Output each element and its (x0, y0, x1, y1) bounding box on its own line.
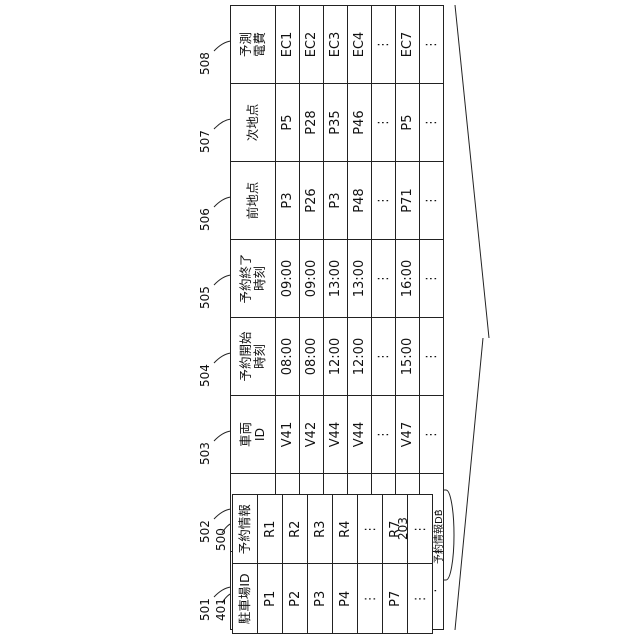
table-row: ⋮⋮ (408, 495, 433, 634)
zoom-line-left (455, 338, 483, 630)
reference-number: 500 (214, 528, 228, 551)
table-cell: ⋮ (408, 495, 433, 565)
table-cell: P35 (324, 84, 348, 162)
table-cell: R2 (283, 495, 308, 565)
table-cell: P46 (348, 84, 372, 162)
table-cell: ⋮ (420, 396, 444, 474)
table-cell: ⋮ (408, 564, 433, 634)
table-cell: EC2 (300, 6, 324, 84)
detail-header-cell: 予測電費 (231, 6, 276, 84)
table-cell: P3 (324, 162, 348, 240)
table-cell: ⋮ (358, 564, 383, 634)
table-cell: EC4 (348, 6, 372, 84)
leader-line (214, 41, 231, 51)
table-cell: EC1 (276, 6, 300, 84)
leader-line (214, 197, 231, 207)
reference-number: 501 (198, 598, 212, 621)
table-row: ⋮⋮ (358, 495, 383, 634)
table-cell: ⋮ (372, 240, 396, 318)
table-cell: V44 (348, 396, 372, 474)
table-cell: R3 (308, 495, 333, 565)
detail-header-cell: 車両ID (231, 396, 276, 474)
table-cell: 13:00 (324, 240, 348, 318)
index-header-cell: 予約情報 (233, 495, 258, 565)
reference-number: 401 (214, 598, 228, 621)
table-cell: 08:00 (276, 318, 300, 396)
table-cell: ⋮ (358, 495, 383, 565)
table-cell: P3 (308, 564, 333, 634)
table-cell: 15:00 (396, 318, 420, 396)
table-row: P7R7 (383, 495, 408, 634)
table-cell: ⋮ (420, 318, 444, 396)
table-row: P2R2 (283, 495, 308, 634)
detail-header-cell: 次地点 (231, 84, 276, 162)
table-cell: P3 (276, 162, 300, 240)
table-row: P3R3 (308, 495, 333, 634)
table-cell: P2 (283, 564, 308, 634)
detail-header-cell: 前地点 (231, 162, 276, 240)
parking-index-body: 駐車場ID予約情報P1R1P2R2P3R3P4R4⋮⋮P7R7⋮⋮ (233, 495, 433, 634)
leader-line (214, 353, 231, 363)
table-cell: P4 (333, 564, 358, 634)
table-cell: P48 (348, 162, 372, 240)
table-cell: V41 (276, 396, 300, 474)
database-ref-number: 203 (396, 517, 410, 540)
table-cell: ⋮ (372, 6, 396, 84)
zoom-line-right (455, 5, 489, 338)
table-cell: V47 (396, 396, 420, 474)
parking-index-table: 駐車場ID予約情報P1R1P2R2P3R3P4R4⋮⋮P7R7⋮⋮ (232, 494, 433, 634)
table-cell: R4 (333, 495, 358, 565)
table-cell: P7 (383, 564, 408, 634)
table-cell: ⋮ (372, 84, 396, 162)
table-cell: EC7 (396, 6, 420, 84)
table-cell: 13:00 (348, 240, 372, 318)
table-cell: P28 (300, 84, 324, 162)
reference-number: 502 (198, 520, 212, 543)
table-cell: ⋮ (372, 396, 396, 474)
leader-line (214, 431, 231, 441)
reference-number: 504 (198, 364, 212, 387)
table-cell: P71 (396, 162, 420, 240)
table-cell: ⋮ (420, 6, 444, 84)
index-header-cell: 駐車場ID (233, 564, 258, 634)
table-cell: P5 (276, 84, 300, 162)
reference-number: 505 (198, 286, 212, 309)
table-cell: V44 (324, 396, 348, 474)
table-cell: ⋮ (372, 318, 396, 396)
detail-header-cell: 予約開始時刻 (231, 318, 276, 396)
database-label: 予約情報DB (430, 509, 445, 564)
table-cell: R1 (258, 495, 283, 565)
table-cell: 09:00 (300, 240, 324, 318)
reference-number: 506 (198, 208, 212, 231)
reference-number: 503 (198, 442, 212, 465)
reference-number: 507 (198, 130, 212, 153)
table-cell: ⋮ (420, 84, 444, 162)
table-cell: 09:00 (276, 240, 300, 318)
table-cell: 16:00 (396, 240, 420, 318)
detail-header-cell: 予約終了時刻 (231, 240, 276, 318)
table-cell: 08:00 (300, 318, 324, 396)
table-row: P4R4 (333, 495, 358, 634)
leader-line (214, 119, 231, 129)
table-cell: P26 (300, 162, 324, 240)
index-header-row: 駐車場ID予約情報 (233, 495, 258, 634)
table-cell: 12:00 (348, 318, 372, 396)
leader-line (214, 509, 231, 519)
table-cell: ⋮ (372, 162, 396, 240)
table-cell: ⋮ (420, 162, 444, 240)
table-cell: V42 (300, 396, 324, 474)
table-cell: 12:00 (324, 318, 348, 396)
table-cell: P1 (258, 564, 283, 634)
table-row: P1R1 (258, 495, 283, 634)
table-cell: P5 (396, 84, 420, 162)
leader-line (214, 275, 231, 285)
reference-number: 508 (198, 52, 212, 75)
table-cell: ⋮ (420, 240, 444, 318)
table-cell: EC3 (324, 6, 348, 84)
